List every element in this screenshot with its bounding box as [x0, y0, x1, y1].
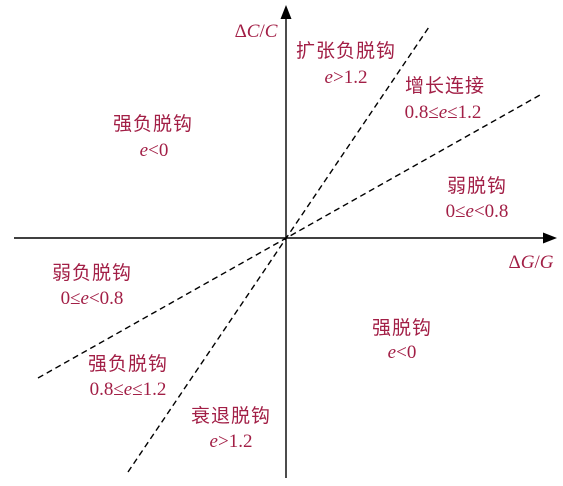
region-condition-recessive: e>1.2 [210, 431, 253, 452]
x-axis-arrow-icon [543, 232, 557, 244]
region-condition-strong-negative-lower: 0.8≤e≤1.2 [90, 379, 167, 400]
region-label-strong-negative-lower: 强负脱钩 [88, 353, 168, 375]
y-axis-arrow-icon [280, 5, 292, 19]
region-condition-weak: 0≤e<0.8 [446, 201, 509, 222]
region-label-strong-negative-upper: 强负脱钩 [113, 113, 193, 135]
boundary-line-steep [127, 26, 430, 473]
region-label-strong: 强脱钩 [372, 317, 432, 339]
region-label-weak: 弱脱钩 [447, 175, 507, 197]
region-condition-strong-negative-upper: e<0 [140, 140, 169, 161]
region-condition-weak-negative: 0≤e<0.8 [61, 288, 124, 309]
region-condition-growth-link: 0.8≤e≤1.2 [405, 102, 482, 123]
region-label-expansive-negative: 扩张负脱钩 [296, 40, 396, 62]
boundary-line-shallow [37, 94, 541, 379]
x-axis-label: ΔG/G [509, 252, 554, 273]
region-condition-expansive-negative: e>1.2 [325, 67, 368, 88]
y-axis-label: ΔC/C [235, 21, 278, 42]
region-condition-strong: e<0 [388, 342, 417, 363]
region-label-weak-negative: 弱负脱钩 [52, 262, 132, 284]
region-label-recessive: 衰退脱钩 [191, 405, 271, 427]
region-label-growth-link: 增长连接 [405, 75, 485, 97]
